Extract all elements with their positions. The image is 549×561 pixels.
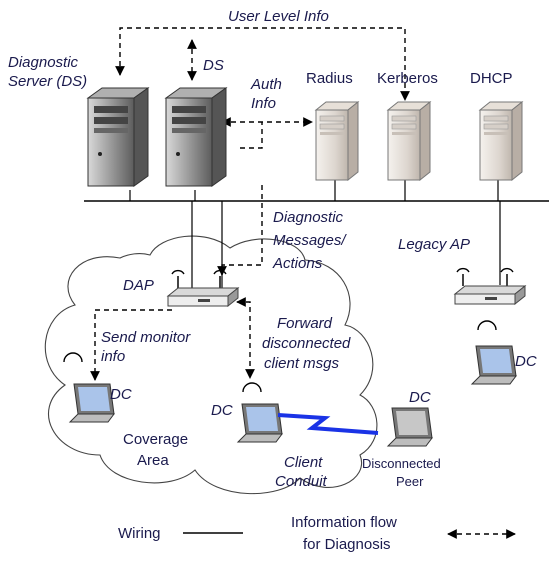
flow-diagnostic-messages <box>217 185 263 276</box>
dap-access-point-icon <box>166 269 240 308</box>
legend-wiring-label: Wiring <box>118 525 161 542</box>
ds-server-tower <box>164 87 228 187</box>
label-dc-right: DC <box>515 353 537 370</box>
label-coverage-area: Coverage Area <box>123 431 192 469</box>
label-radius: Radius <box>306 70 353 87</box>
flow-send-monitor <box>90 309 172 381</box>
coverage-cloud <box>44 235 378 495</box>
label-client-conduit: Client Conduit <box>275 454 328 490</box>
label-user-level-info: User Level Info <box>228 8 329 25</box>
information-flows <box>90 27 410 381</box>
laptop-left-icon <box>68 383 115 423</box>
client-conduit-link <box>277 413 379 435</box>
label-disconnected-peer: Disconnected Peer <box>362 456 444 489</box>
legend-information-flow-label: Information flow for Diagnosis <box>291 514 401 553</box>
flow-auth-kerberos <box>240 122 263 149</box>
label-ds: DS <box>203 57 224 74</box>
laptop-peer-icon <box>386 407 433 447</box>
label-auth-info: Auth Info <box>250 76 286 112</box>
label-diagnostic-server: Diagnostic Server (DS) <box>8 54 87 90</box>
label-dhcp: DHCP <box>470 70 513 87</box>
legend: Wiring Information flow for Diagnosis <box>118 514 516 553</box>
label-forward-disconnected: Forward disconnected client msgs <box>262 315 355 372</box>
label-send-monitor-info: Send monitor info <box>101 329 194 365</box>
label-kerberos: Kerberos <box>377 70 438 87</box>
label-legacy-ap: Legacy AP <box>398 236 470 253</box>
flow-user-level-info <box>115 27 410 101</box>
label-dc-peer: DC <box>409 389 431 406</box>
label-dc-left: DC <box>110 386 132 403</box>
kerberos-server-tower <box>386 100 432 182</box>
diagnostic-server-tower <box>86 87 150 187</box>
radius-server-tower <box>314 100 360 182</box>
laptop-center-icon <box>236 403 283 443</box>
label-dap: DAP <box>123 277 154 294</box>
dhcp-server-tower <box>478 100 524 182</box>
laptop-left-signal-icon <box>63 352 83 363</box>
laptop-right-icon <box>470 345 517 385</box>
label-dc-center: DC <box>211 402 233 419</box>
legacy-ap-signal-icon <box>477 320 497 331</box>
laptop-center-signal-icon <box>242 382 262 393</box>
flow-forward-msgs <box>236 297 255 379</box>
legacy-access-point-icon <box>453 267 527 306</box>
label-diagnostic-messages: Diagnostic Messages/ Actions <box>272 209 350 272</box>
